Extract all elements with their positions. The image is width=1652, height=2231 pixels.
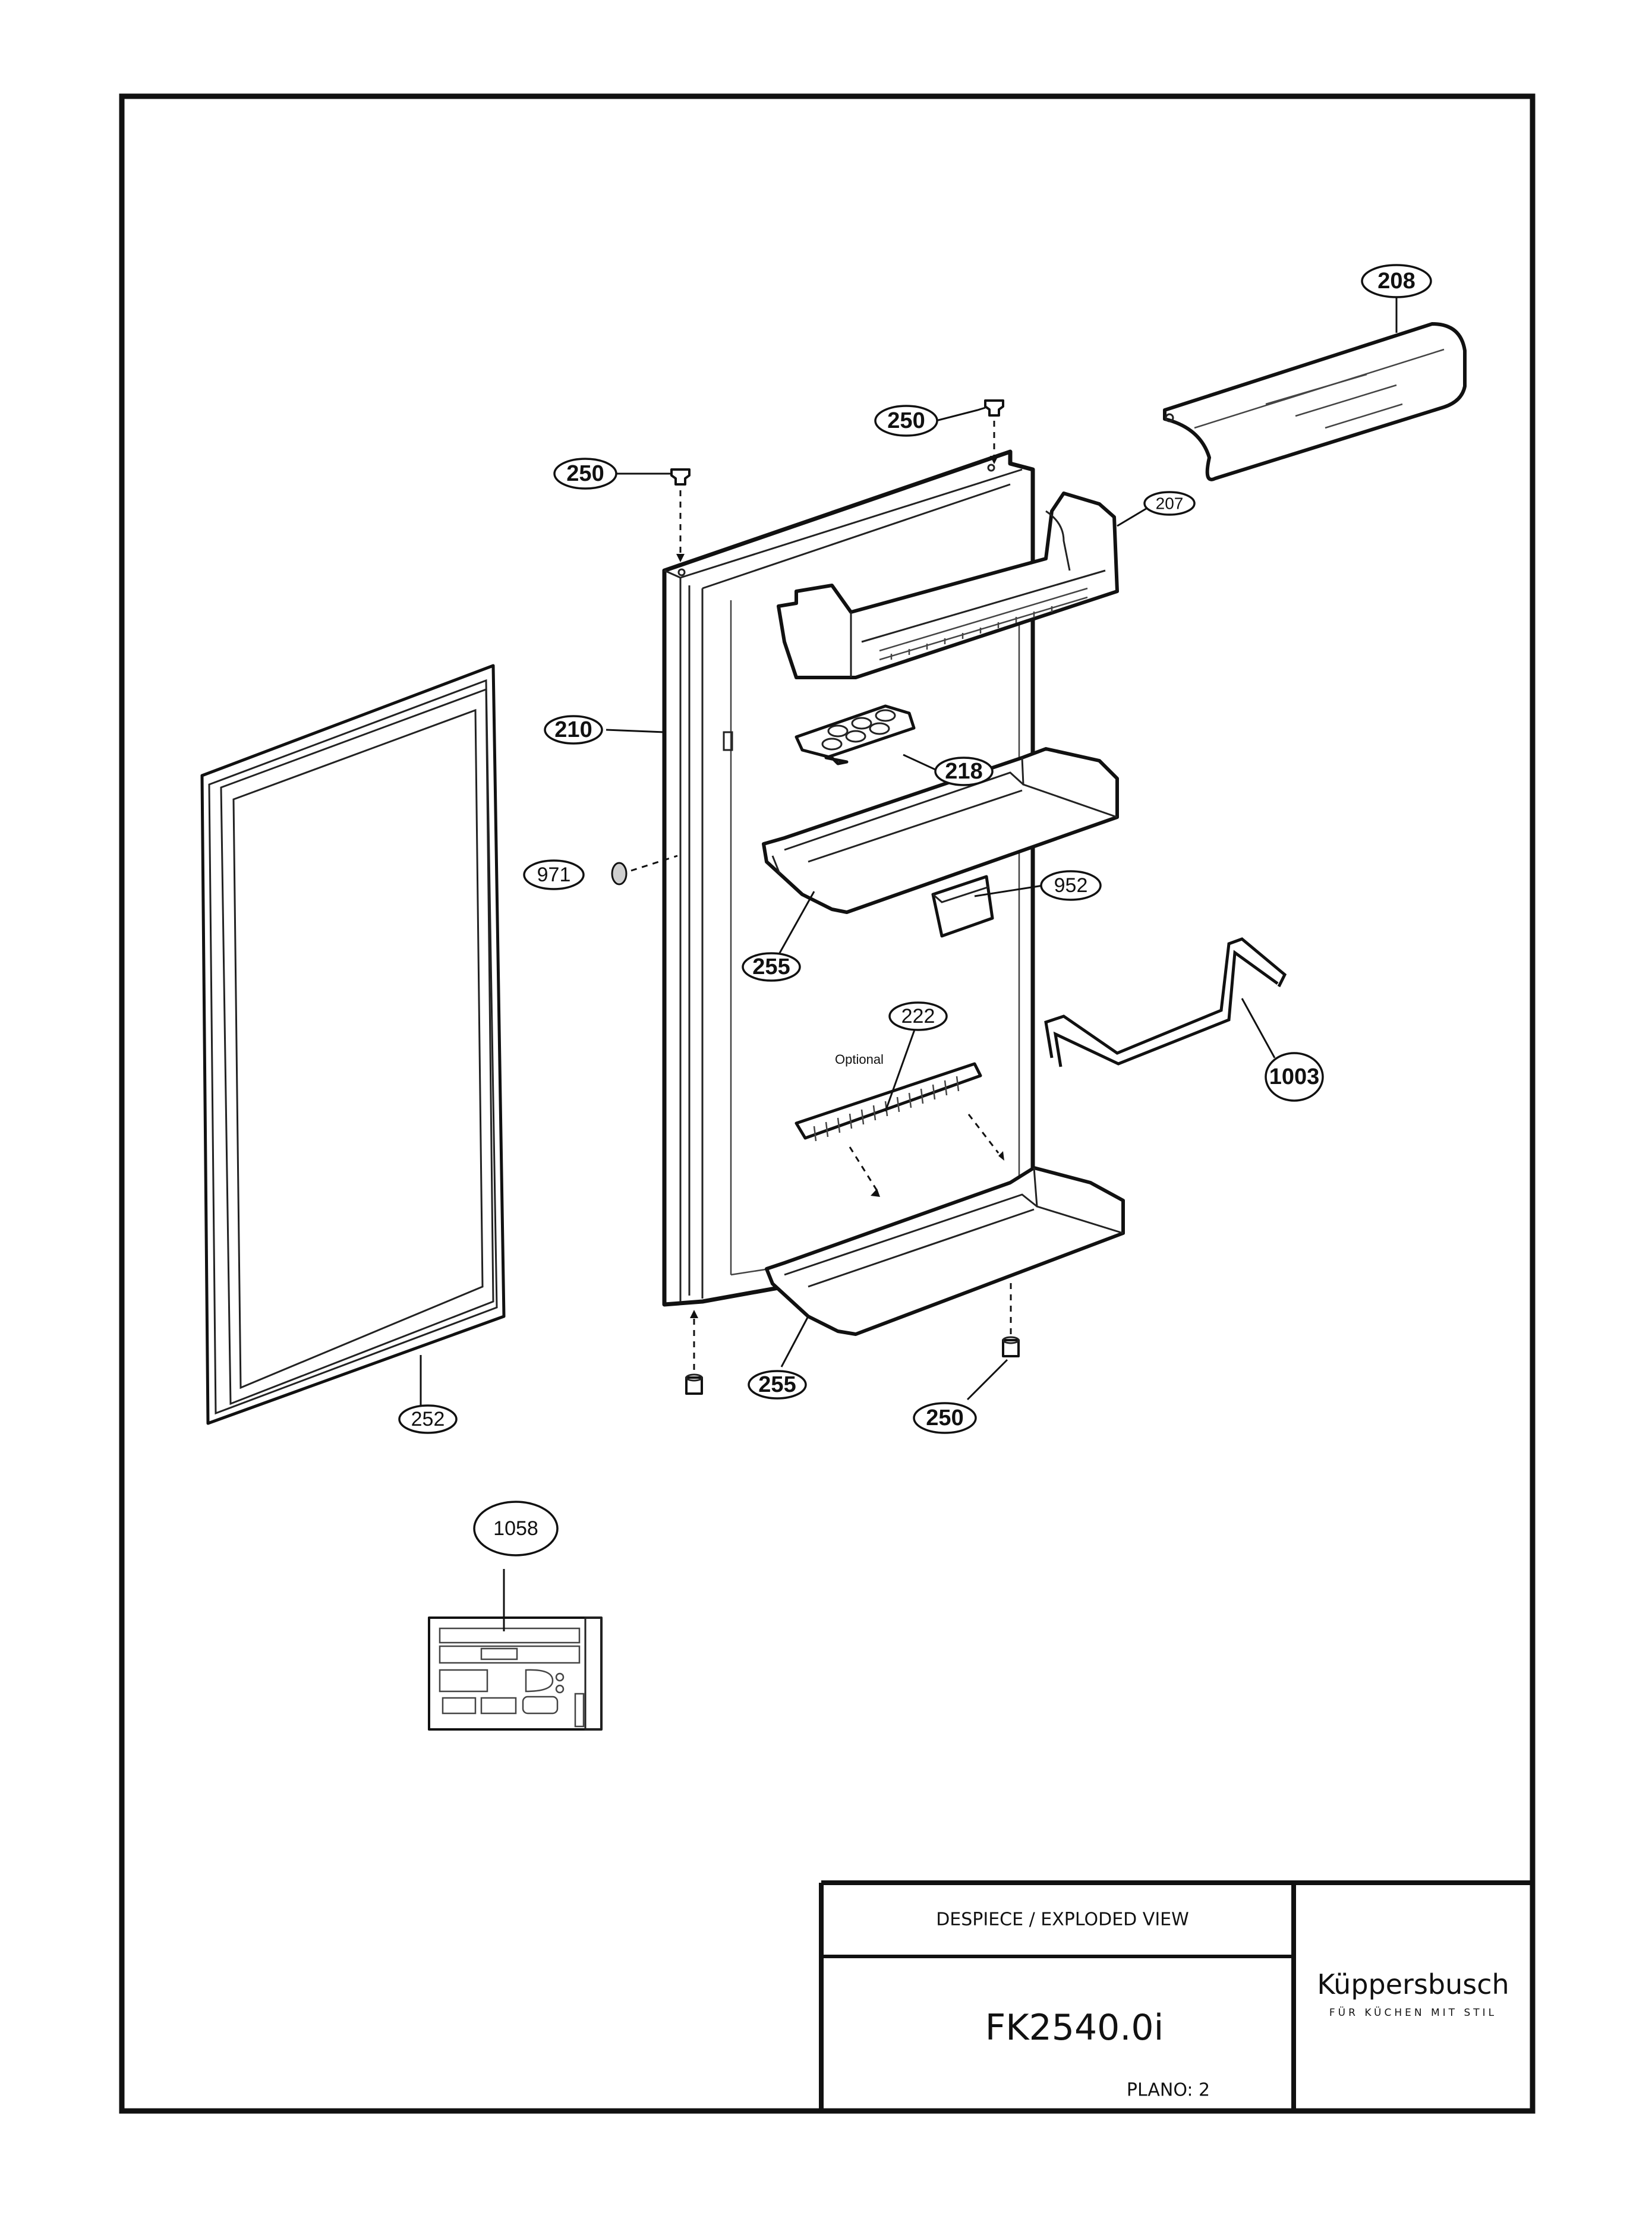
callout-971-label: 971 <box>537 864 571 886</box>
brand-logo-name: Küppersbusch <box>1317 1968 1509 2000</box>
part-971-badge <box>611 862 628 886</box>
callout-208: 208 <box>1361 264 1432 298</box>
part-252-door-gasket <box>200 664 506 1425</box>
callout-210: 210 <box>544 715 603 745</box>
part-255-bottom-shelf <box>765 1166 1125 1336</box>
model-number: FK2540.0i <box>985 2007 1164 2049</box>
callout-250-top-right-label: 250 <box>887 408 925 433</box>
callout-1003: 1003 <box>1265 1052 1324 1102</box>
part-250-pin-bottom-left <box>685 1373 703 1395</box>
callout-252-label: 252 <box>411 1408 445 1430</box>
drawing-frame <box>119 93 1536 2114</box>
part-250-pin-bottom-right <box>1002 1336 1020 1357</box>
callout-952-label: 952 <box>1054 874 1088 897</box>
callout-255-middle-label: 255 <box>752 954 790 979</box>
callout-222: 222 <box>888 1001 948 1031</box>
callout-252: 252 <box>398 1404 458 1434</box>
callout-218-label: 218 <box>945 759 982 784</box>
callout-255-middle: 255 <box>742 952 801 982</box>
part-208-top-cover <box>1163 322 1467 481</box>
callout-218: 218 <box>934 757 994 786</box>
callout-1058: 1058 <box>473 1501 559 1556</box>
callout-952: 952 <box>1040 870 1102 901</box>
part-1003-wire-rack <box>1044 937 1287 1067</box>
callout-250-top-right: 250 <box>874 405 938 437</box>
part-218-egg-tray <box>795 704 916 765</box>
assembly-dashed-lines <box>630 421 1012 1370</box>
callout-250-top-left-label: 250 <box>566 461 604 486</box>
callout-971: 971 <box>523 859 585 890</box>
callout-255-bottom: 255 <box>748 1370 807 1400</box>
callout-222-label: 222 <box>901 1005 935 1028</box>
brand-logo-tagline: FÜR KÜCHEN MIT STIL <box>1329 2006 1497 2019</box>
part-250-pin-top-left <box>670 468 691 486</box>
callout-255-bottom-label: 255 <box>758 1372 796 1397</box>
part-250-pin-top-right <box>984 399 1004 417</box>
optional-note: Optional <box>835 1052 884 1067</box>
part-952-clip <box>931 875 994 938</box>
callout-207: 207 <box>1143 491 1196 516</box>
callout-250-bottom: 250 <box>913 1402 977 1434</box>
callout-250-top-left: 250 <box>553 458 617 490</box>
callout-250-bottom-label: 250 <box>926 1406 963 1430</box>
title-block: DESPIECE / EXPLODED VIEW FK2540.0i PLANO… <box>819 1880 1533 2111</box>
callout-210-label: 210 <box>554 717 592 742</box>
view-title: DESPIECE / EXPLODED VIEW <box>936 1909 1189 1930</box>
callout-207-label: 207 <box>1156 494 1184 513</box>
sheet-number: PLANO: 2 <box>1127 2080 1210 2101</box>
callout-1058-label: 1058 <box>493 1517 538 1540</box>
part-207-top-shelf <box>777 491 1119 679</box>
callout-1003-label: 1003 <box>1269 1064 1320 1089</box>
callout-208-label: 208 <box>1377 269 1415 294</box>
part-1058-control-panel <box>428 1616 603 1731</box>
